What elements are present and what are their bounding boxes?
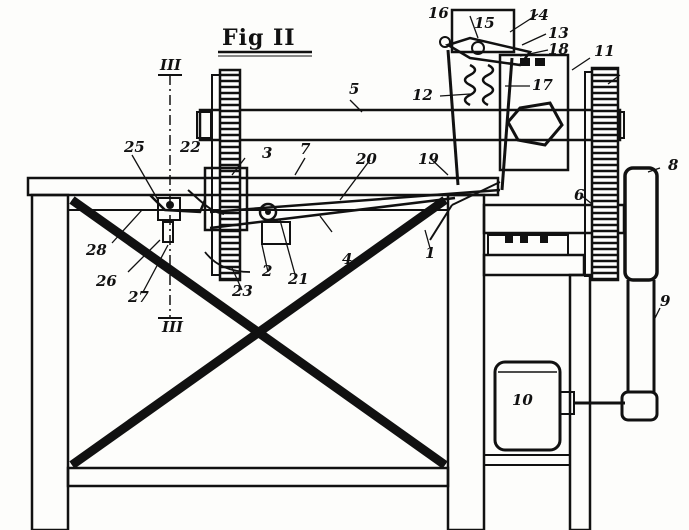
motor-shelf — [482, 253, 586, 277]
link-rod-lower — [209, 196, 456, 230]
cam-mechanism — [149, 166, 501, 273]
section-line: III III — [158, 56, 184, 336]
lower-pulley — [620, 390, 659, 422]
callout-22: 22 — [179, 138, 201, 156]
callout-14: 14 — [528, 6, 549, 24]
belt-drive — [620, 166, 659, 422]
callout-10: 10 — [512, 391, 533, 409]
callout-4: 4 — [342, 250, 352, 268]
upper-pulley — [623, 166, 659, 282]
motor-stand — [482, 234, 592, 530]
column-right-edge — [500, 57, 514, 191]
callout-21: 21 — [287, 270, 309, 288]
left-gear — [211, 68, 242, 282]
callout-20: 20 — [355, 150, 377, 168]
callout-25: 25 — [123, 138, 145, 156]
callout-15: 15 — [474, 14, 495, 32]
hex-nut — [506, 101, 564, 147]
callout-12: 12 — [412, 86, 433, 104]
stand-base — [483, 454, 571, 466]
column-left-edge — [446, 49, 460, 186]
callout-3: 3 — [262, 144, 272, 162]
right-leg — [446, 193, 486, 530]
main-shaft — [196, 108, 625, 142]
callout-7: 7 — [300, 140, 311, 158]
callout-labels: 1 2 3 4 5 6 7 8 9 10 11 12 13 14 15 16 1… — [85, 4, 679, 409]
table-frame — [26, 176, 500, 530]
electric-motor — [493, 360, 625, 452]
callout-18: 18 — [548, 40, 569, 58]
callout-28: 28 — [85, 241, 107, 259]
callout-16: 16 — [428, 4, 449, 22]
left-leg — [30, 193, 70, 530]
callout-13: 13 — [548, 24, 569, 42]
callout-6: 6 — [574, 186, 585, 204]
callout-27: 27 — [127, 288, 149, 306]
pivot-21 — [258, 202, 278, 222]
leader-lines — [111, 13, 661, 321]
cross-brace-b-inner — [70, 198, 447, 467]
right-gear — [584, 66, 620, 282]
lower-rail — [66, 466, 450, 488]
bracket-11 — [498, 53, 570, 172]
table-top — [26, 176, 500, 197]
callout-11: 11 — [594, 42, 615, 60]
callout-9: 9 — [660, 292, 671, 310]
callout-5: 5 — [349, 80, 359, 98]
callout-23: 23 — [231, 282, 253, 300]
spring-12 — [463, 63, 477, 107]
callout-17: 17 — [532, 76, 553, 94]
callout-26: 26 — [95, 272, 117, 290]
callout-1: 1 — [425, 244, 435, 262]
section-mark-bottom: III — [161, 318, 184, 336]
callout-19: 19 — [418, 150, 439, 168]
callout-2: 2 — [261, 262, 272, 280]
section-mark-top: III — [159, 56, 182, 74]
upper-column — [429, 8, 570, 241]
figure-title: Fig II — [222, 25, 296, 51]
lower-shaft — [482, 203, 626, 235]
callout-8: 8 — [668, 156, 679, 174]
link-rod-upper — [209, 188, 501, 214]
